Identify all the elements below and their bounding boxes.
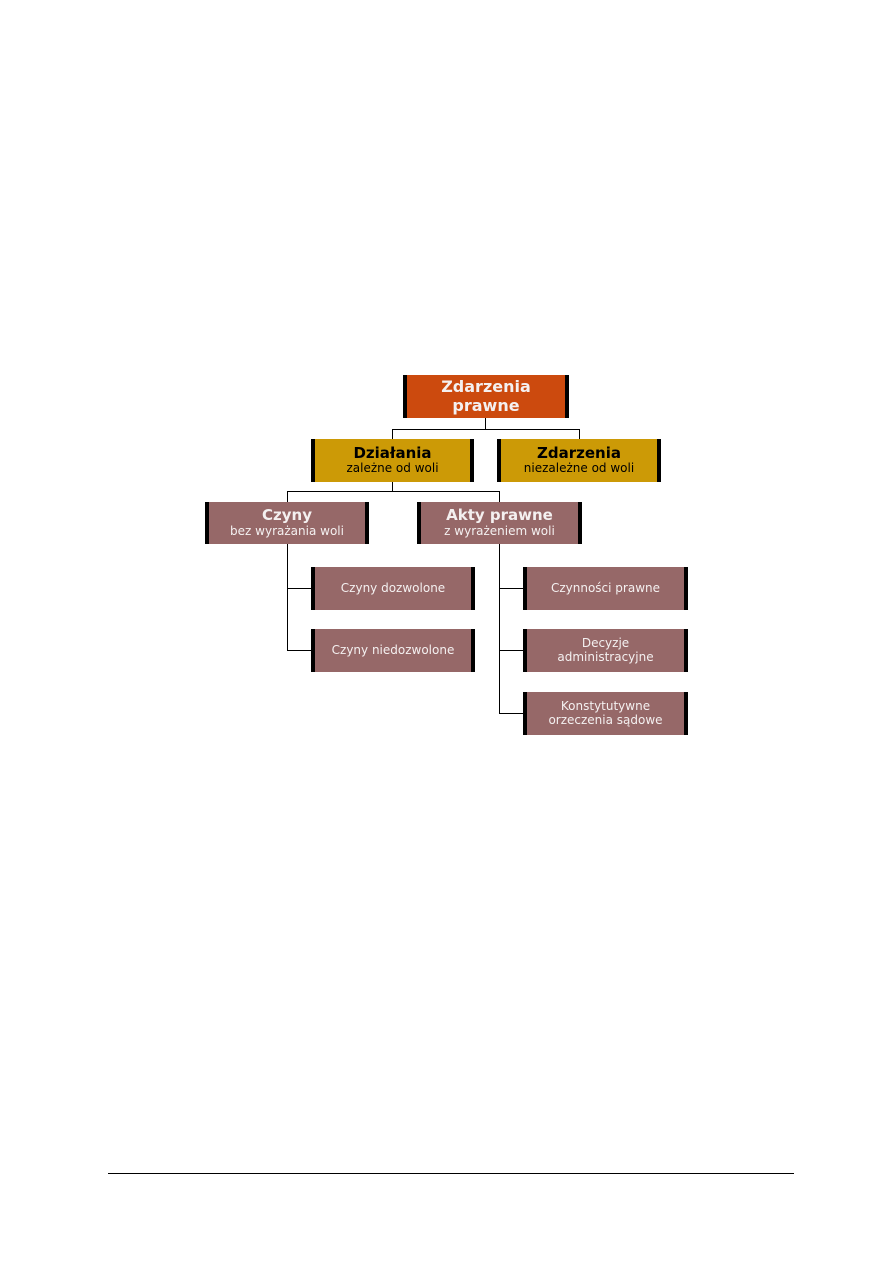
prohibited-acts-label: Czyny niedozwolone — [331, 642, 455, 657]
node-permitted-acts: Czyny dozwolone — [311, 567, 475, 610]
connector-acts-child1 — [287, 588, 312, 589]
footer-divider — [108, 1173, 794, 1174]
connector-acts-up — [287, 491, 288, 502]
connector-level3-bar — [287, 491, 500, 492]
legal-actions-label: Czynności prawne — [550, 580, 661, 595]
connector-legal-child1 — [499, 588, 524, 589]
connector-legal-acts-up — [499, 491, 500, 502]
node-legal-actions: Czynności prawne — [523, 567, 688, 610]
acts-title: Czyny — [262, 506, 312, 525]
connector-root-down — [485, 417, 486, 430]
node-root-legal-events: Zdarzenia prawne — [403, 375, 569, 418]
node-prohibited-acts: Czyny niedozwolone — [311, 629, 475, 672]
connector-legal-child3 — [499, 713, 524, 714]
node-constitutive-rulings: Konstytutywne orzeczenia sądowe — [523, 692, 688, 735]
connector-legal-child2 — [499, 650, 524, 651]
connector-legal-trunk — [499, 543, 500, 714]
connector-events-up — [579, 429, 580, 439]
node-acts: Czyny bez wyrażania woli — [205, 502, 369, 544]
administrative-decisions-line2: administracyjne — [557, 649, 654, 664]
legal-acts-title: Akty prawne — [446, 506, 553, 525]
actions-subtitle: zależne od woli — [346, 461, 439, 476]
legal-acts-subtitle: z wyrażeniem woli — [444, 523, 555, 538]
connector-acts-child2 — [287, 650, 312, 651]
root-line2: prawne — [452, 395, 520, 415]
connector-acts-trunk — [287, 543, 288, 651]
connector-actions-down — [392, 481, 393, 492]
events-subtitle: niezależne od woli — [523, 461, 635, 476]
node-actions: Działania zależne od woli — [311, 439, 474, 482]
permitted-acts-label: Czyny dozwolone — [340, 580, 446, 595]
administrative-decisions-line1: Decyzje — [581, 635, 630, 650]
node-administrative-decisions: Decyzje administracyjne — [523, 629, 688, 672]
constitutive-rulings-line2: orzeczenia sądowe — [548, 712, 663, 727]
root-line1: Zdarzenia — [441, 377, 531, 397]
connector-actions-up — [392, 429, 393, 439]
constitutive-rulings-line1: Konstytutywne — [560, 698, 651, 713]
node-events: Zdarzenia niezależne od woli — [497, 439, 661, 482]
node-legal-acts: Akty prawne z wyrażeniem woli — [417, 502, 582, 544]
acts-subtitle: bez wyrażania woli — [230, 523, 344, 538]
events-title: Zdarzenia — [537, 443, 621, 462]
connector-level2-bar — [392, 429, 580, 430]
actions-title: Działania — [353, 443, 432, 462]
